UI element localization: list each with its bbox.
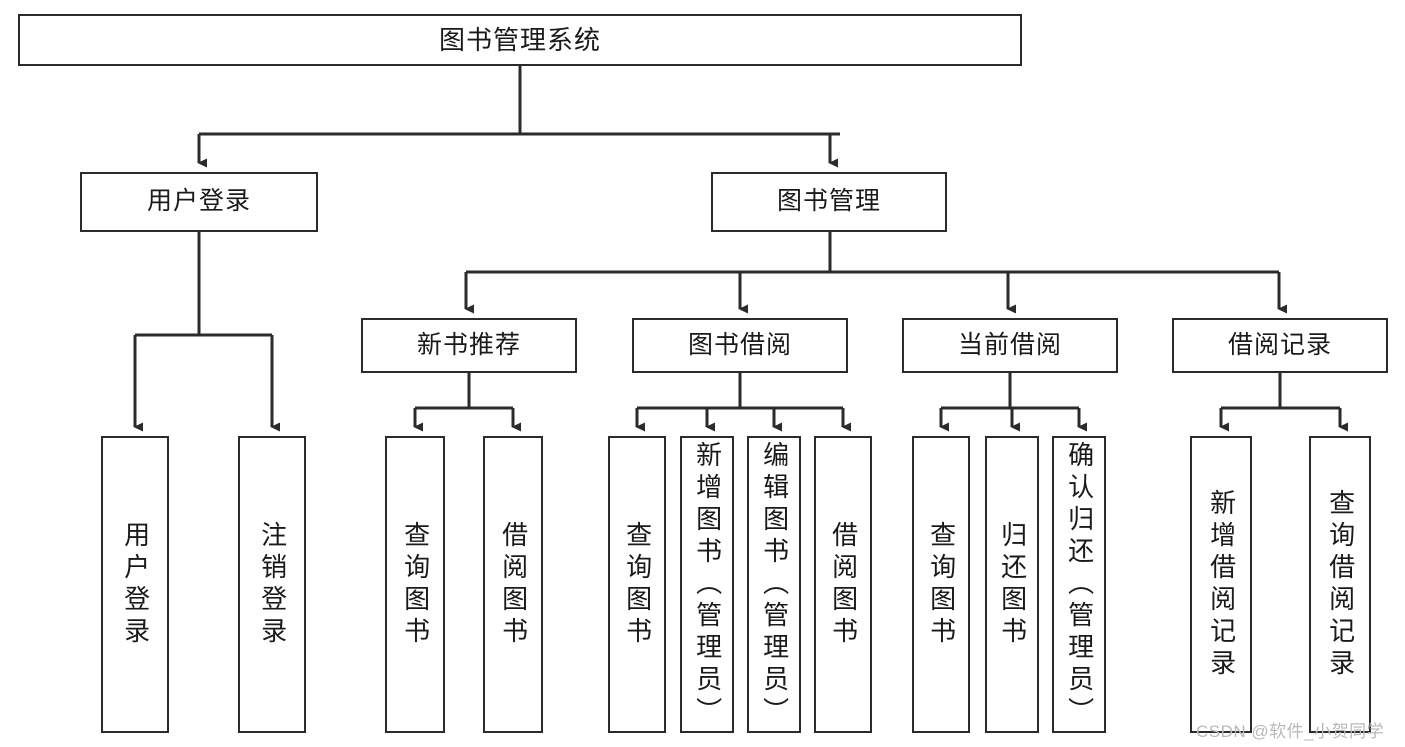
node-leaf-user-login[interactable]: 用户登录: [101, 436, 169, 733]
node-label: 当前借阅: [957, 330, 1062, 359]
node-user-login[interactable]: 用户登录: [80, 172, 318, 232]
node-label: 新增图书（管理员）: [692, 440, 723, 729]
node-label: 注销登录: [257, 520, 288, 649]
csdn-watermark: CSDN @软件_小贺同学: [1196, 722, 1385, 741]
node-leaf-add-book[interactable]: 新增图书（管理员）: [680, 436, 734, 733]
node-leaf-borrow-book[interactable]: 借阅图书: [814, 436, 872, 733]
node-borrow-record[interactable]: 借阅记录: [1172, 318, 1388, 373]
node-leaf-logout[interactable]: 注销登录: [238, 436, 306, 733]
node-leaf-query-book-current[interactable]: 查询图书: [912, 436, 970, 733]
node-label: 查询图书: [926, 520, 957, 649]
node-label: 图书管理: [776, 187, 881, 216]
node-label: 归还图书: [997, 520, 1028, 649]
node-label: 新书推荐: [416, 330, 521, 359]
node-label: 图书借阅: [687, 330, 792, 359]
node-label: 查询借阅记录: [1325, 488, 1356, 681]
node-label: 借阅图书: [828, 520, 859, 649]
node-label: 查询图书: [622, 520, 653, 649]
node-leaf-query-book-recommend[interactable]: 查询图书: [385, 436, 445, 733]
node-label: 用户登录: [146, 187, 251, 216]
node-leaf-return-book[interactable]: 归还图书: [985, 436, 1039, 733]
node-current-borrow[interactable]: 当前借阅: [902, 318, 1118, 373]
node-leaf-confirm-return[interactable]: 确认归还（管理员）: [1052, 436, 1106, 733]
node-book-management[interactable]: 图书管理: [711, 172, 947, 232]
node-label: 查询图书: [400, 520, 431, 649]
node-leaf-edit-book[interactable]: 编辑图书（管理员）: [747, 436, 801, 733]
node-label: 借阅图书: [498, 520, 529, 649]
node-label: 编辑图书（管理员）: [759, 440, 790, 729]
node-label: 用户登录: [120, 520, 151, 649]
node-label: 图书管理系统: [438, 24, 601, 55]
node-book-management-system[interactable]: 图书管理系统: [18, 14, 1022, 66]
node-leaf-query-borrow-record[interactable]: 查询借阅记录: [1309, 436, 1371, 733]
node-leaf-add-borrow-record[interactable]: 新增借阅记录: [1190, 436, 1252, 733]
node-leaf-query-book-borrow[interactable]: 查询图书: [608, 436, 666, 733]
node-leaf-borrow-book-recommend[interactable]: 借阅图书: [483, 436, 543, 733]
node-book-borrow[interactable]: 图书借阅: [632, 318, 848, 373]
node-label: 确认归还（管理员）: [1064, 440, 1095, 729]
node-new-book-recommend[interactable]: 新书推荐: [361, 318, 577, 373]
node-label: 新增借阅记录: [1206, 488, 1237, 681]
node-label: 借阅记录: [1227, 330, 1332, 359]
